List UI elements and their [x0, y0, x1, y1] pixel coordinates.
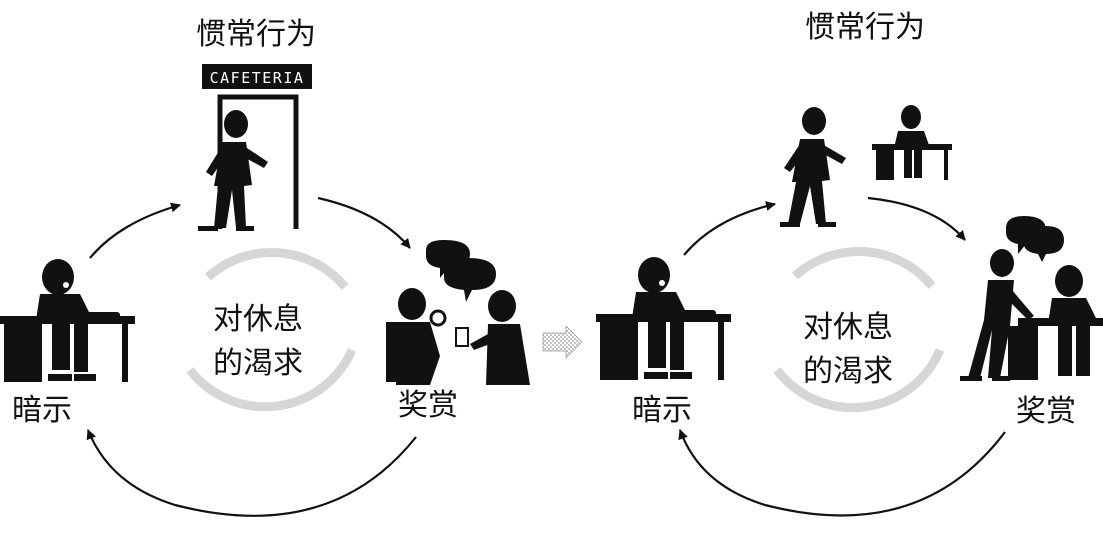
right-loop: 惯常行为 — [596, 10, 1103, 517]
left-cue-label: 暗示 — [12, 393, 72, 428]
right-arrow-routine-to-reward — [867, 196, 966, 241]
right-cue-label: 暗示 — [632, 393, 692, 428]
right-inner-ring — [773, 247, 945, 413]
left-craving-line-1: 对休息 — [213, 302, 303, 337]
right-craving-line-2: 的渴求 — [803, 354, 893, 389]
left-arrow-routine-to-reward — [317, 196, 411, 249]
right-craving-line-1: 对休息 — [803, 310, 893, 345]
transition-arrow-icon — [542, 325, 583, 359]
walking-person-icon — [198, 110, 268, 231]
chatting-people-icon — [386, 240, 530, 385]
right-reward-label: 奖赏 — [1016, 394, 1076, 429]
right-chatting-people-icon — [960, 216, 1103, 381]
colleague-at-desk-icon — [872, 105, 952, 180]
left-craving-text: 对休息 的渴求 — [188, 298, 328, 386]
tired-person-at-desk-icon — [0, 259, 135, 382]
right-routine-label: 惯常行为 — [805, 10, 925, 45]
left-loop: CAFETERIA — [0, 17, 530, 517]
right-arrow-cue-to-routine — [683, 201, 776, 256]
left-routine-label: 惯常行为 — [196, 17, 316, 52]
right-walking-person-icon — [780, 107, 846, 227]
right-craving-text: 对休息 的渴求 — [778, 306, 918, 394]
left-inner-ring — [186, 248, 357, 412]
cafeteria-sign: CAFETERIA — [210, 69, 305, 87]
right-arrow-reward-to-cue — [678, 429, 1006, 517]
right-cycle-arrows — [678, 196, 1006, 517]
left-reward-label: 奖赏 — [398, 388, 458, 423]
left-craving-line-2: 的渴求 — [213, 346, 303, 381]
left-cycle-arrows — [86, 196, 417, 517]
left-arrow-reward-to-cue — [86, 429, 417, 517]
left-arrow-cue-to-routine — [89, 202, 181, 259]
right-tired-person-at-desk-icon — [596, 257, 731, 380]
